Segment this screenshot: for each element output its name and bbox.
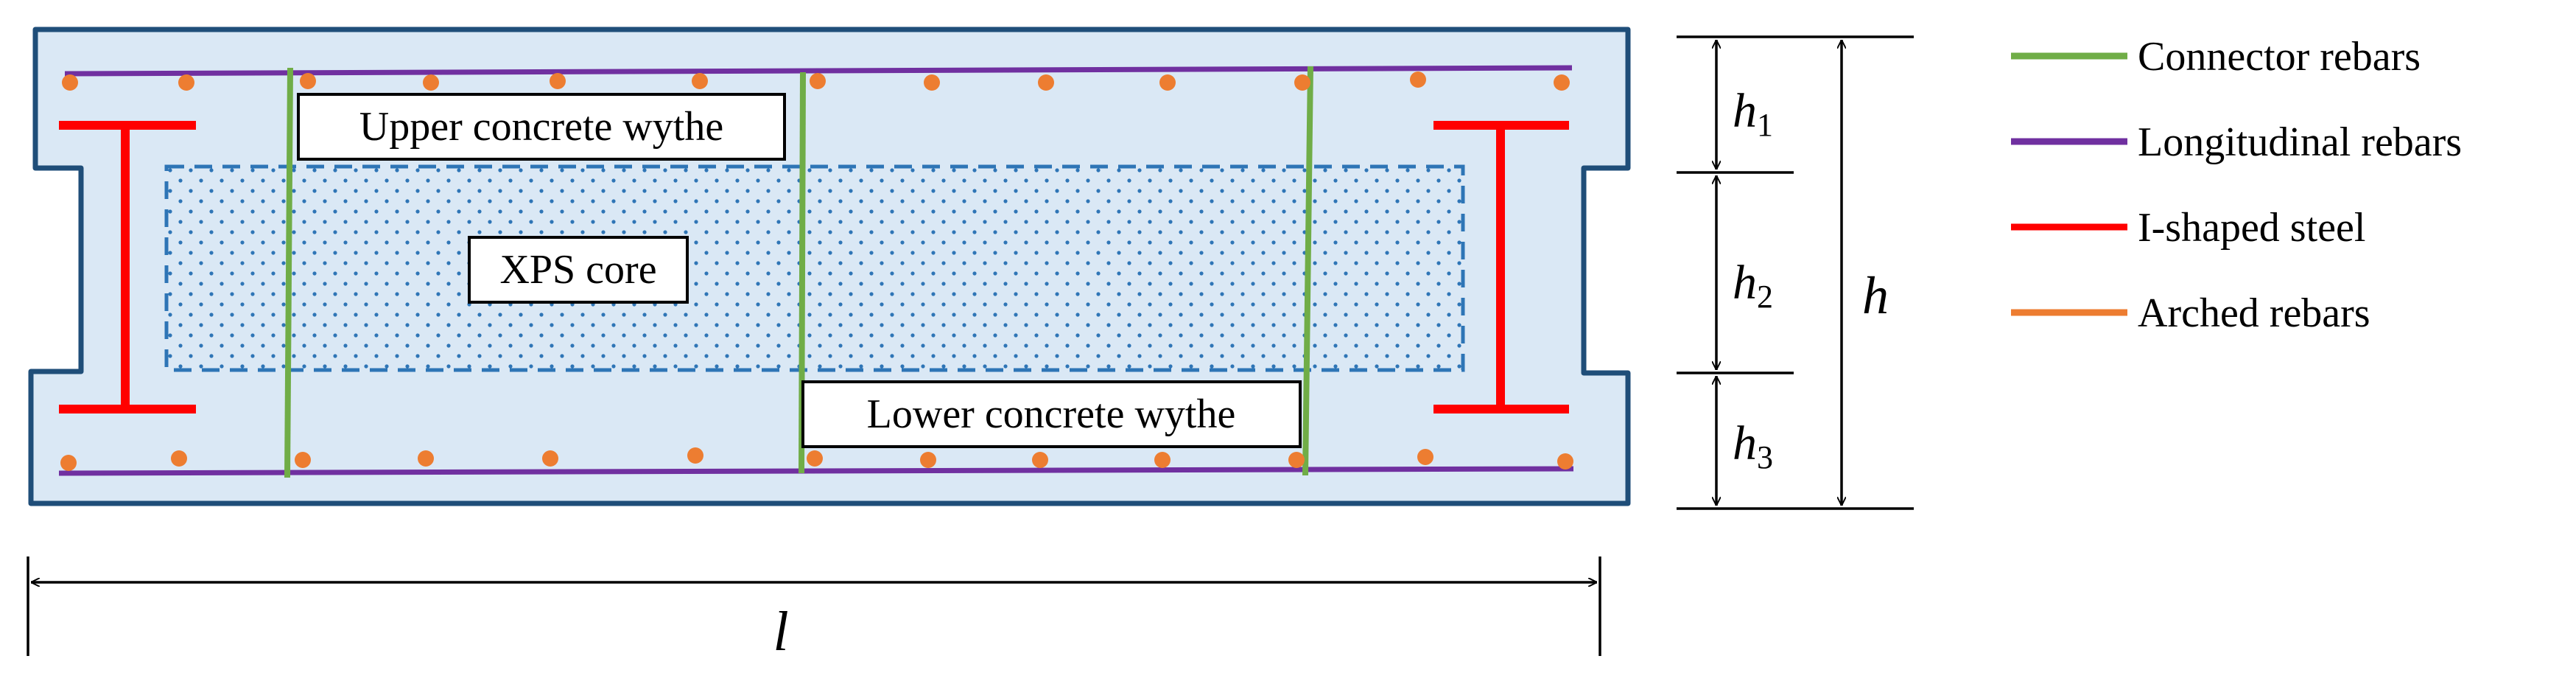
length-dimension — [27, 556, 1601, 656]
connector-rebar-left — [284, 67, 293, 478]
xps-core-label: XPS core — [499, 247, 656, 293]
lower-wythe-label: Lower concrete wythe — [867, 391, 1236, 437]
length-label: l — [773, 601, 788, 663]
xps-core-label-box: XPS core — [468, 236, 689, 304]
i-shaped-steel-left — [59, 121, 196, 413]
i-shaped-steel-right — [1433, 121, 1569, 413]
connector-rebar-right — [1302, 66, 1313, 476]
arched-rebars-top — [62, 71, 1570, 91]
upper-wythe-label: Upper concrete wythe — [359, 104, 723, 150]
h1-label: h1 — [1733, 84, 1773, 143]
legend-label: Arched rebars — [2138, 290, 2370, 336]
legend-label: I-shaped steel — [2138, 205, 2365, 251]
longitudinal-rebar-top — [64, 65, 1573, 77]
legend-label: Connector rebars — [2138, 34, 2421, 80]
upper-wythe-label-box: Upper concrete wythe — [297, 93, 786, 161]
longitudinal-rebar-bottom — [58, 466, 1574, 476]
legend-label: Longitudinal rebars — [2138, 119, 2462, 165]
h2-label: h2 — [1733, 256, 1773, 315]
height-dimension-lines — [1677, 35, 1914, 510]
xps-core-region — [164, 164, 1465, 372]
arched-rebars-bottom — [60, 447, 1573, 471]
h3-label: h3 — [1733, 416, 1773, 475]
h-total-label: h — [1862, 266, 1889, 325]
lower-wythe-label-box: Lower concrete wythe — [801, 380, 1302, 448]
